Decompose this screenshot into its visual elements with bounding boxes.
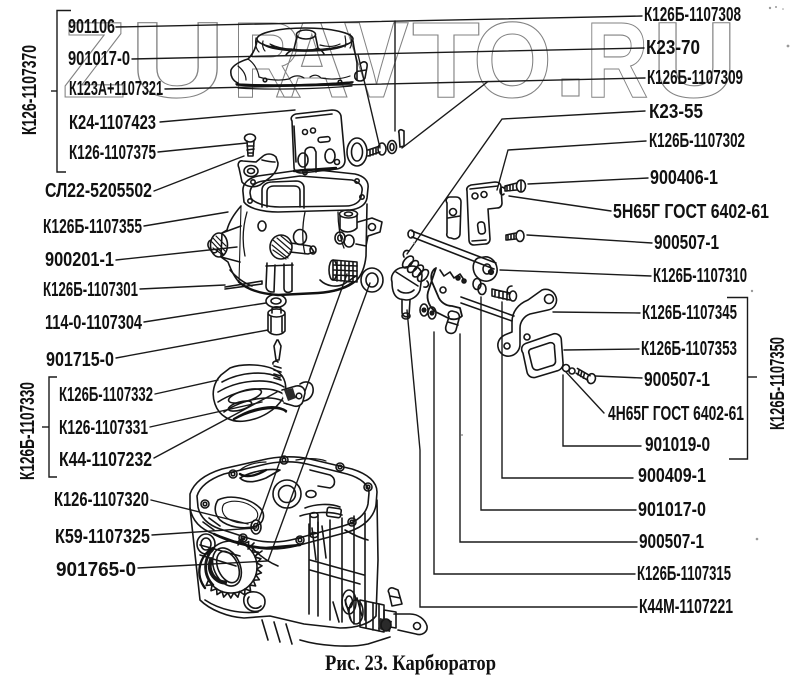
svg-text:К44М-1107221: К44М-1107221: [639, 596, 733, 618]
svg-text:Рис. 23. Карбюратор: Рис. 23. Карбюратор: [325, 650, 496, 675]
svg-text:114-0-1107304: 114-0-1107304: [45, 312, 143, 334]
svg-text:К126Б-1107332: К126Б-1107332: [59, 384, 153, 406]
svg-text:900409-1: 900409-1: [638, 465, 706, 487]
svg-text:СЛ22-5205502: СЛ22-5205502: [45, 180, 152, 202]
svg-text:901106: 901106: [68, 16, 115, 38]
svg-text:A: A: [274, 0, 350, 120]
svg-text:U: U: [130, 0, 225, 120]
svg-text:К126Б-1107308: К126Б-1107308: [644, 4, 741, 26]
svg-text:Z: Z: [62, 0, 126, 120]
svg-text:V: V: [344, 0, 409, 120]
svg-text:К44-1107232: К44-1107232: [59, 449, 152, 471]
svg-text:К126Б-1107345: К126Б-1107345: [642, 302, 737, 324]
svg-text:901017-0: 901017-0: [68, 48, 130, 70]
svg-text:900406-1: 900406-1: [650, 167, 718, 189]
svg-text:900507-1: 900507-1: [639, 531, 704, 553]
svg-text:К126Б-1107309: К126Б-1107309: [647, 67, 743, 89]
svg-text:900201-1: 900201-1: [45, 249, 114, 271]
svg-text:К126Б-1107350: К126Б-1107350: [767, 337, 789, 430]
svg-text:К126-1107331: К126-1107331: [59, 417, 148, 439]
svg-text:R: R: [586, 0, 648, 120]
svg-text:К126-1107320: К126-1107320: [54, 489, 149, 511]
svg-text:К24-1107423: К24-1107423: [69, 112, 156, 134]
svg-text:К23-55: К23-55: [649, 101, 703, 123]
svg-text:К59-1107325: К59-1107325: [55, 526, 150, 548]
svg-text:К126Б-1107310: К126Б-1107310: [653, 265, 747, 287]
svg-text:5Н65Г ГОСТ 6402-61: 5Н65Г ГОСТ 6402-61: [613, 201, 769, 223]
svg-text:К126Б-1107302: К126Б-1107302: [649, 130, 745, 152]
svg-text:900507-1: 900507-1: [654, 232, 719, 254]
svg-text:К126Б-1107353: К126Б-1107353: [641, 338, 737, 360]
svg-text:901019-0: 901019-0: [645, 434, 710, 456]
svg-text:К126Б-1107355: К126Б-1107355: [43, 216, 142, 238]
svg-text:К126-1107370: К126-1107370: [19, 45, 41, 135]
svg-text:901017-0: 901017-0: [638, 499, 706, 521]
svg-text:К126-1107375: К126-1107375: [69, 142, 156, 164]
svg-text:T: T: [412, 0, 480, 120]
svg-text:900507-1: 900507-1: [644, 369, 710, 391]
svg-text:К126Б-1107330: К126Б-1107330: [17, 382, 39, 480]
svg-text:901765-0: 901765-0: [56, 559, 136, 581]
svg-text:U: U: [652, 0, 737, 120]
svg-text:4Н65Г ГОСТ 6402-61: 4Н65Г ГОСТ 6402-61: [608, 403, 744, 425]
svg-text:К23-70: К23-70: [646, 37, 700, 59]
svg-text:901715-0: 901715-0: [46, 349, 114, 371]
svg-text:К126Б-1107315: К126Б-1107315: [637, 563, 731, 585]
svg-text:К123А+1107321: К123А+1107321: [69, 78, 163, 100]
svg-text:К126Б-1107301: К126Б-1107301: [43, 279, 138, 301]
svg-text:O: O: [473, 0, 552, 121]
